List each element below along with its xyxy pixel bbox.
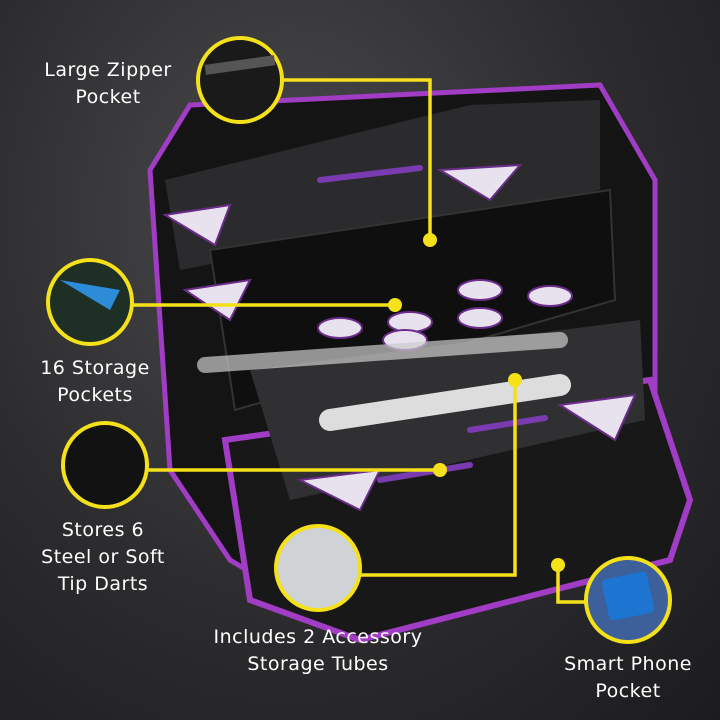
callout-dots xyxy=(388,233,565,572)
callout-line: Includes 2 Accessory xyxy=(213,626,423,648)
tubes-detail-circle xyxy=(274,524,362,612)
dart-case xyxy=(147,82,694,644)
callout-line: Pocket xyxy=(595,680,661,702)
callout-line: 16 Storage xyxy=(40,357,150,379)
callout-line: Steel or Soft xyxy=(41,546,165,568)
callout-accessory-tubes: Includes 2 Accessory Storage Tubes xyxy=(214,624,423,678)
callout-line: Pocket xyxy=(75,86,141,108)
callout-leader-lines xyxy=(132,78,586,604)
callout-line: Smart Phone xyxy=(564,653,692,675)
callout-line: Pockets xyxy=(57,384,133,406)
callout-line: Tip Darts xyxy=(57,573,149,595)
callout-line: Storage Tubes xyxy=(247,653,389,675)
zipper-detail-circle xyxy=(196,36,284,124)
darts-detail-circle xyxy=(61,421,149,509)
callout-large-zipper-pocket: Large Zipper Pocket xyxy=(44,57,171,111)
callout-smart-phone-pocket: Smart Phone Pocket xyxy=(564,651,692,705)
callout-line: Stores 6 xyxy=(61,519,145,541)
callout-line: Large Zipper xyxy=(44,59,172,81)
callout-storage-pockets: 16 Storage Pockets xyxy=(40,355,150,409)
pockets-detail-circle xyxy=(46,258,134,346)
callout-stores-darts: Stores 6 Steel or Soft Tip Darts xyxy=(41,517,165,598)
